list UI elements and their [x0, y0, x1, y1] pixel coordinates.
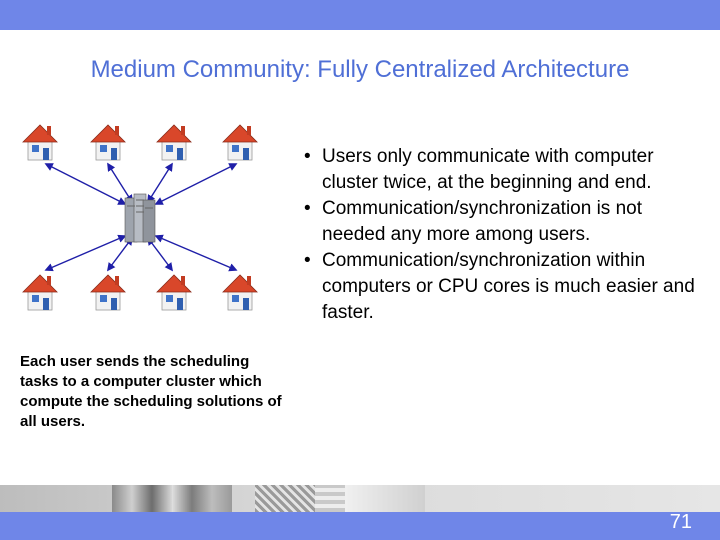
- footer-photo: [172, 485, 232, 512]
- header-bar: [0, 0, 720, 30]
- bullet-item: Communication/synchronization is not nee…: [296, 196, 706, 248]
- house-icon: [156, 274, 192, 311]
- bullet-list: Users only communicate with computer clu…: [296, 144, 706, 326]
- arrow-bottom-1: [44, 234, 127, 272]
- server-cluster-icon: [124, 193, 156, 243]
- arrow-top-3: [147, 162, 173, 204]
- house-icon: [222, 124, 258, 161]
- bullet-item: Communication/synchronization within com…: [296, 248, 706, 326]
- arrow-bottom-4: [154, 234, 238, 272]
- footer-photo: [112, 485, 172, 512]
- arrow-bottom-2: [106, 236, 134, 272]
- footer-image-strip: [0, 485, 720, 512]
- arrow-top-4: [154, 163, 238, 205]
- footer-photo: [255, 485, 315, 512]
- footer-photo: [315, 485, 345, 512]
- page-number: 71: [669, 511, 692, 533]
- arrow-top-2: [107, 162, 133, 204]
- house-icon: [22, 274, 58, 311]
- slide-title: Medium Community: Fully Centralized Arch…: [90, 56, 630, 83]
- house-icon: [90, 274, 126, 311]
- diagram-caption: Each user sends the scheduling tasks to …: [20, 353, 282, 430]
- arrow-top-1: [44, 163, 127, 205]
- connection-arrows: [44, 162, 238, 272]
- house-icon: [156, 124, 192, 161]
- centralized-architecture-diagram: [22, 124, 258, 311]
- footer-photo: [345, 485, 425, 512]
- house-icon: [90, 124, 126, 161]
- arrow-bottom-3: [146, 236, 174, 272]
- bullet-item: Users only communicate with computer clu…: [296, 144, 706, 196]
- footer-bar: [0, 512, 720, 540]
- house-icon: [222, 274, 258, 311]
- house-icon: [22, 124, 58, 161]
